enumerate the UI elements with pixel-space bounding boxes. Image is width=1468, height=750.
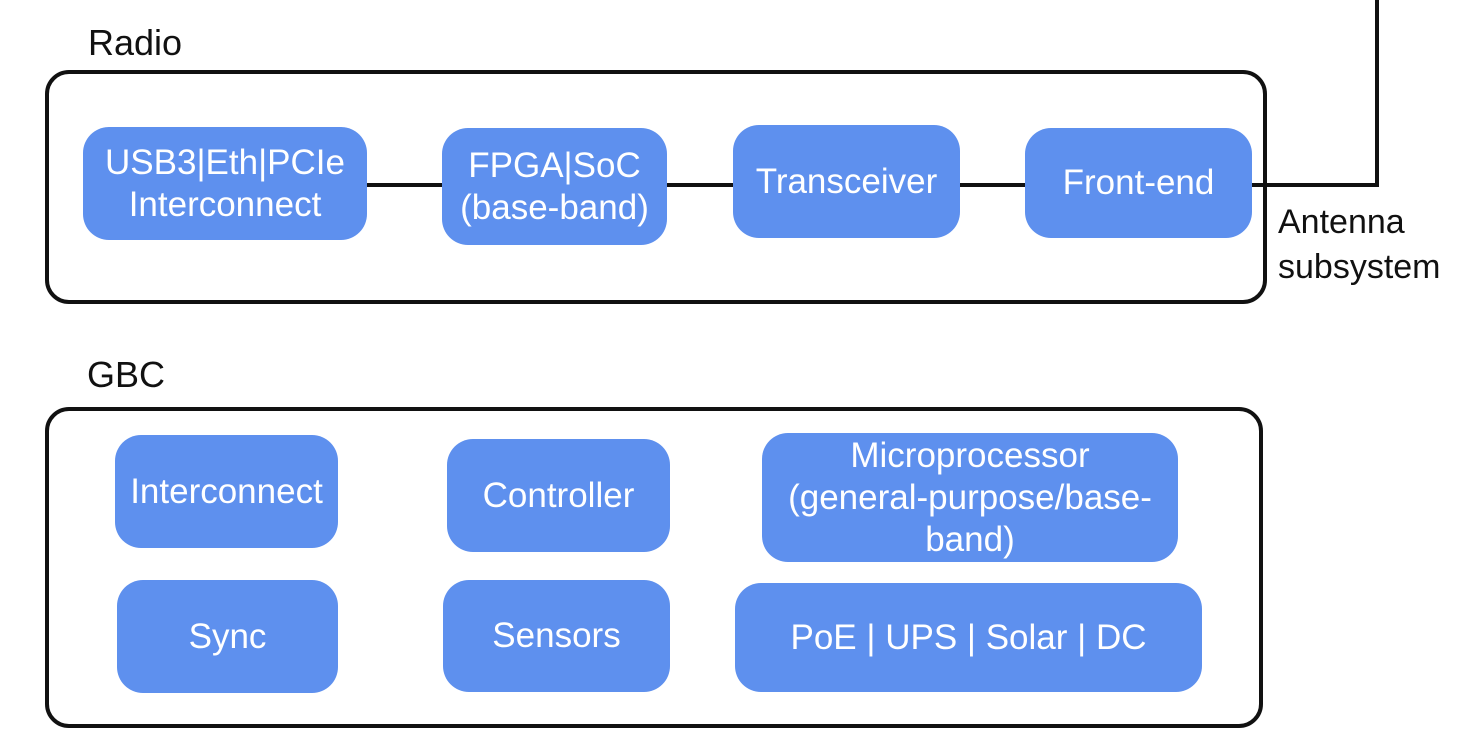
gbc-box-controller: Controller (447, 439, 670, 552)
gbc-box-sync: Sync (117, 580, 338, 693)
gbc-group-label: GBC (87, 354, 166, 395)
radio-box-usb3-eth-pcie-interconnect: USB3|Eth|PCIe Interconnect (83, 127, 367, 240)
connector-interconnect-fpga (367, 183, 442, 187)
radio-group-label: Radio (88, 22, 183, 63)
radio-box-fpga-soc-baseband: FPGA|SoC (base-band) (442, 128, 667, 245)
antenna-feed-line (1375, 0, 1379, 187)
connector-frontend-antenna (1252, 183, 1379, 187)
radio-box-transceiver: Transceiver (733, 125, 960, 238)
gbc-box-sensors: Sensors (443, 580, 670, 692)
radio-box-front-end: Front-end (1025, 128, 1252, 238)
gbc-box-interconnect: Interconnect (115, 435, 338, 548)
radio-container (45, 70, 1267, 304)
antenna-subsystem-label: Antenna subsystem (1278, 203, 1441, 287)
gbc-box-power-poe-ups-solar-dc: PoE | UPS | Solar | DC (735, 583, 1202, 692)
gbc-container (45, 407, 1263, 728)
gbc-box-microprocessor: Microprocessor (general-purpose/base- ba… (762, 433, 1178, 562)
connector-fpga-transceiver (667, 183, 733, 187)
connector-transceiver-frontend (960, 183, 1025, 187)
